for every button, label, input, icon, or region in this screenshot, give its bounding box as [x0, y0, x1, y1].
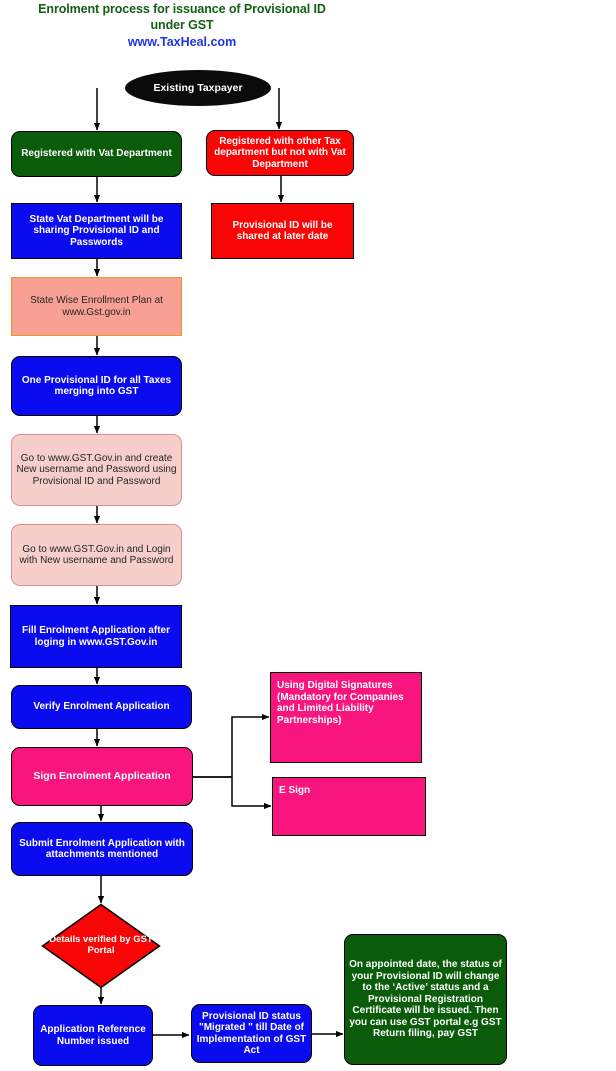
title-website: www.TaxHeal.com: [127, 35, 237, 50]
node-label: Details verified by GST Portal: [49, 934, 153, 956]
node-appointed-date[interactable]: On appointed date, the status of your Pr…: [344, 934, 507, 1065]
node-label: Provisional ID will be shared at later d…: [232, 219, 333, 243]
node-state-vat-sharing[interactable]: State Vat Department will be sharing Pro…: [11, 203, 182, 259]
edge-sign-to-dsc: [193, 713, 270, 778]
node-existing-taxpayer[interactable]: Existing Taxpayer: [125, 70, 271, 106]
node-label: Existing Taxpayer: [153, 81, 243, 94]
node-label: Using Digital Signatures (Mandatory for …: [277, 680, 404, 726]
node-e-sign[interactable]: E Sign: [272, 777, 426, 836]
node-label: State Vat Department will be sharing Pro…: [29, 213, 164, 248]
page-title: Enrolment process for issuance of Provis…: [4, 2, 360, 51]
node-sign-enrolment[interactable]: Sign Enrolment Application: [11, 747, 193, 806]
node-submit-enrolment[interactable]: Submit Enrolment Application with attach…: [11, 822, 193, 876]
title-heading: Enrolment process for issuance of Provis…: [4, 2, 360, 33]
node-digital-signatures[interactable]: Using Digital Signatures (Mandatory for …: [270, 672, 422, 763]
diamond-shape: [41, 903, 161, 989]
node-one-provisional-id[interactable]: One Provisional ID for all Taxes merging…: [11, 356, 182, 416]
node-fill-enrolment[interactable]: Fill Enrolment Application after loging …: [10, 605, 182, 668]
node-registered-vat[interactable]: Registered with Vat Department: [11, 131, 182, 177]
node-state-wise-plan[interactable]: State Wise Enrollment Plan at www.Gst.go…: [11, 277, 182, 336]
node-label: One Provisional ID for all Taxes merging…: [21, 374, 172, 398]
node-label: Fill Enrolment Application after loging …: [22, 625, 170, 648]
node-label: Provisional ID status "Migrated " till D…: [196, 1010, 307, 1057]
node-details-verified[interactable]: Details verified by GST Portal: [41, 903, 161, 989]
node-provisional-id-later[interactable]: Provisional ID will be shared at later d…: [211, 203, 354, 259]
node-label: Registered with other Tax department but…: [214, 135, 346, 170]
node-label: Submit Enrolment Application with attach…: [19, 837, 185, 861]
node-create-username[interactable]: Go to www.GST.Gov.in and create New user…: [11, 434, 182, 506]
node-label: Go to www.GST.Gov.in and create New user…: [16, 452, 177, 487]
node-label: Verify Enrolment Application: [33, 701, 170, 713]
node-migrated-status[interactable]: Provisional ID status "Migrated " till D…: [191, 1004, 312, 1063]
node-label: On appointed date, the status of your Pr…: [349, 959, 502, 1040]
node-registered-other-tax[interactable]: Registered with other Tax department but…: [206, 130, 354, 176]
node-label: State Wise Enrollment Plan at www.Gst.go…: [30, 295, 163, 318]
node-label: E Sign: [279, 785, 311, 796]
node-verify-enrolment[interactable]: Verify Enrolment Application: [11, 685, 192, 729]
node-arn-issued[interactable]: Application Reference Number issued: [33, 1005, 153, 1066]
title-line-2: under GST: [150, 17, 214, 32]
node-label: Registered with Vat Department: [21, 148, 172, 160]
title-line-1: Enrolment process for issuance of Provis…: [38, 2, 326, 16]
node-label: Application Reference Number issued: [40, 1024, 146, 1047]
node-login-new-username[interactable]: Go to www.GST.Gov.in and Login with New …: [11, 524, 182, 586]
node-label: Go to www.GST.Gov.in and Login with New …: [19, 543, 174, 567]
edge-sign-to-esign: [231, 777, 272, 810]
node-label: Sign Enrolment Application: [33, 770, 171, 783]
